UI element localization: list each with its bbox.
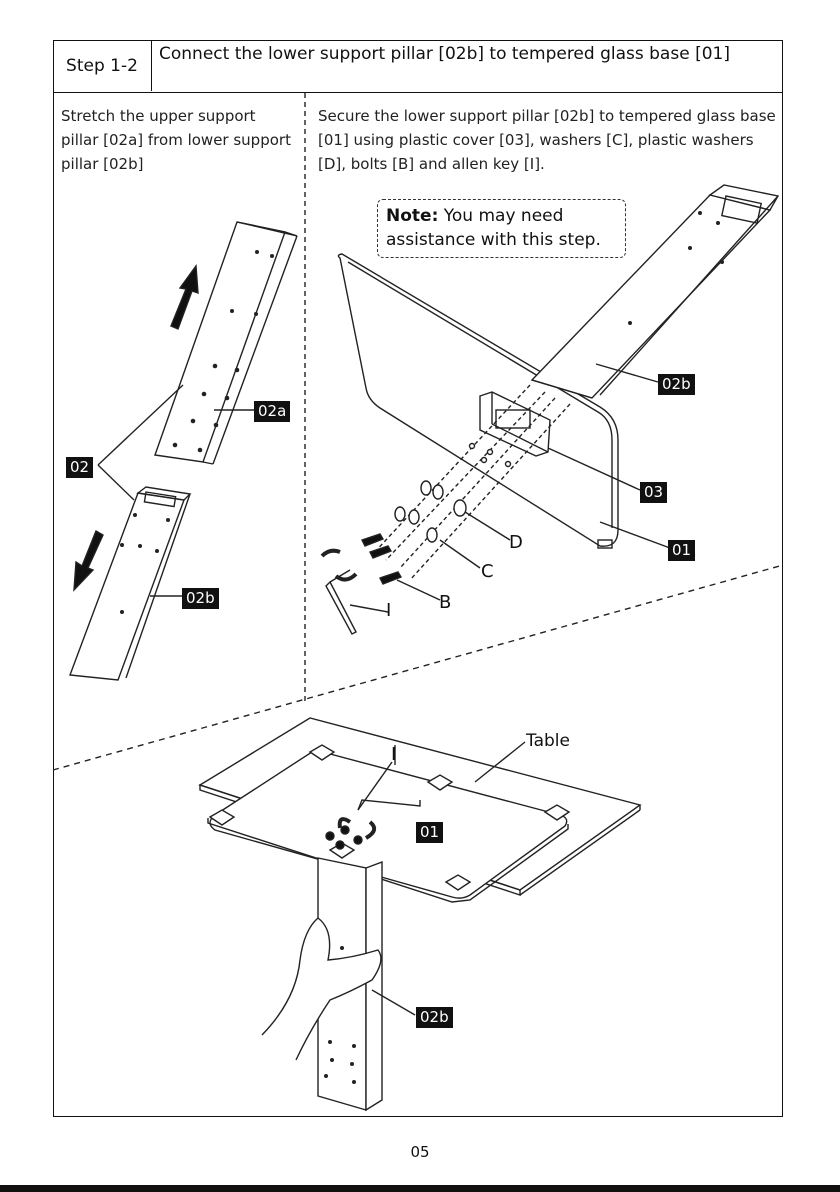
allen-key-bottom	[357, 761, 393, 811]
lower-pillar-02b-left	[69, 486, 192, 681]
label-c: C	[481, 561, 494, 582]
label-02b-bottom: 02b	[416, 1007, 453, 1028]
page-number: 05	[410, 1143, 430, 1161]
label-02b-right: 02b	[658, 374, 695, 395]
note-text: You may need assistance with this step.	[386, 206, 601, 250]
label-02b-left: 02b	[182, 588, 219, 609]
label-02a: 02a	[254, 401, 291, 422]
washers	[394, 480, 467, 543]
step-title: Connect the lower support pillar [02b] t…	[159, 44, 730, 64]
upper-pillar-02a	[154, 221, 298, 465]
label-i-bottom: I	[391, 744, 397, 765]
label-b: B	[439, 592, 452, 613]
left-instruction: Stretch the upper support pillar [02a] f…	[61, 107, 291, 173]
glass-base-01	[337, 253, 619, 549]
down-arrow	[73, 529, 104, 592]
bottom-bar	[0, 1185, 840, 1192]
label-03: 03	[640, 482, 668, 503]
note-label: Note:	[386, 206, 439, 226]
step-number: Step 1-2	[53, 40, 152, 91]
label-02: 02	[66, 457, 94, 478]
up-arrow	[170, 264, 199, 330]
step-frame	[53, 40, 783, 1117]
step-header: Step 1-2 Connect the lower support pilla…	[53, 40, 783, 93]
bolts-b	[361, 533, 403, 585]
label-table: Table	[526, 731, 570, 751]
note-box: Note: You may need assistance with this …	[377, 199, 626, 258]
label-01-bottom: 01	[416, 822, 444, 843]
right-instruction: Secure the lower support pillar [02b] to…	[318, 107, 776, 173]
allen-key-i	[320, 548, 358, 635]
label-i-right: I	[386, 600, 392, 621]
glass-base-01-bottom	[207, 744, 571, 903]
diagonal-divider	[52, 564, 784, 771]
lower-pillar-02b-right	[530, 184, 780, 399]
label-01-right: 01	[668, 540, 696, 561]
label-d: D	[509, 532, 523, 553]
hand	[261, 917, 382, 1061]
